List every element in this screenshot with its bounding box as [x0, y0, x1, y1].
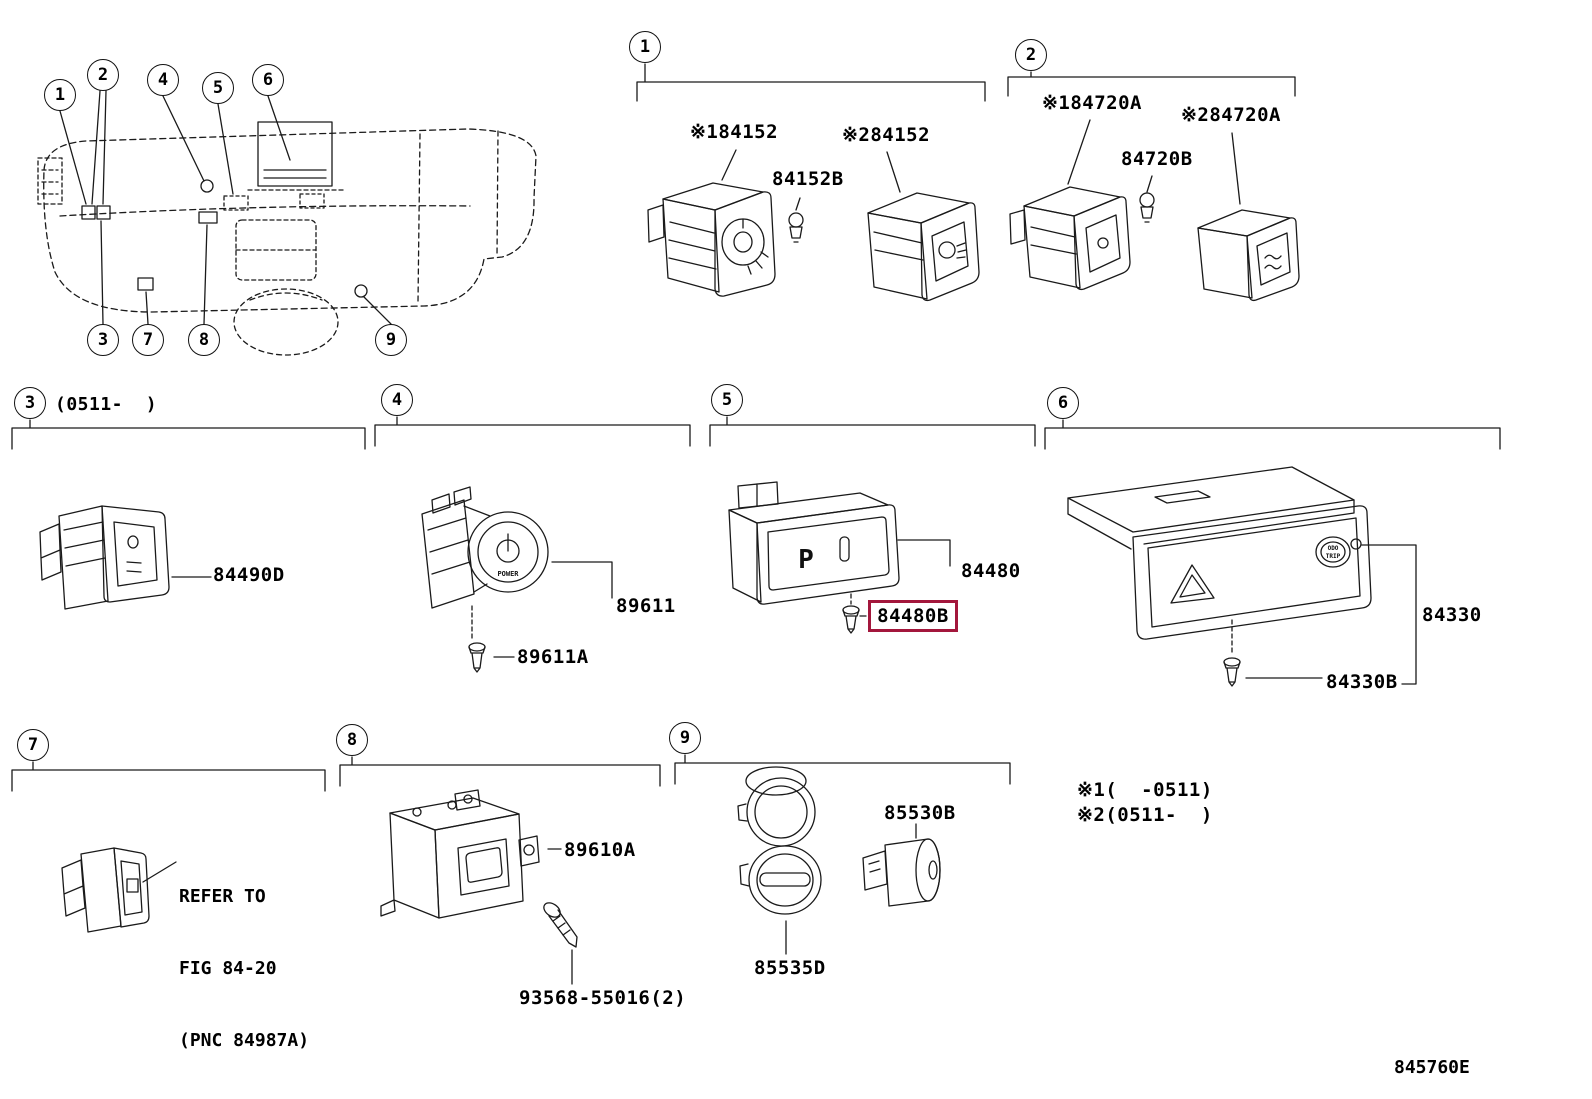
refer-note-line2: FIG 84-20: [179, 958, 277, 979]
part-84480-switch: P: [728, 481, 900, 605]
part-89611-switch: POWER: [421, 486, 549, 609]
dashboard-callout-6: 6: [252, 64, 284, 96]
callout-number: 9: [385, 329, 397, 350]
part-label-89611[interactable]: 89611: [616, 595, 676, 617]
part-label-85530B[interactable]: 85530B: [884, 802, 956, 824]
part-label-84490D[interactable]: 84490D: [213, 564, 285, 586]
refer-note-line3: (PNC 84987A): [179, 1030, 310, 1051]
part-84330B-screw: [1223, 657, 1241, 687]
part-84152B-bulb: [788, 212, 804, 243]
part-85535D-socket: [737, 766, 822, 915]
callout-number: 1: [54, 84, 66, 105]
part-label-93568[interactable]: 93568-55016(2): [519, 987, 687, 1009]
part-label-84152B[interactable]: 84152B: [772, 168, 844, 190]
section-circle-5: 5: [711, 384, 743, 416]
part-84152-switch-1: [647, 182, 776, 297]
section-circle-2: 2: [1015, 39, 1047, 71]
label-leaders: [142, 119, 1417, 985]
section-number: 6: [1057, 392, 1069, 413]
dashboard-callout-9: 9: [375, 324, 407, 356]
callout-number: 8: [198, 329, 210, 350]
dashboard-callout-4: 4: [147, 64, 179, 96]
part-84480B-screw: [842, 605, 860, 634]
callout-number: 2: [97, 64, 109, 85]
part-84720B-bulb: [1139, 192, 1155, 223]
power-switch-text: POWER: [497, 570, 519, 578]
part-84720A-switch-2: [1197, 209, 1300, 302]
part-label-89611A[interactable]: 89611A: [517, 646, 589, 668]
part-84720A-switch-1: [1009, 186, 1131, 291]
callout-number: 7: [142, 329, 154, 350]
section-number: 3: [24, 392, 36, 413]
refer-note: REFER TO FIG 84-20 (PNC 84987A): [179, 837, 309, 1099]
part-84987A-switch: [61, 847, 150, 933]
callout-number: 3: [97, 329, 109, 350]
part-label-84720A-2[interactable]: ※284720A: [1181, 104, 1281, 126]
section-circle-3: 3: [14, 387, 46, 419]
section-3-note: (0511- ): [55, 394, 158, 415]
part-84490D-switch: [39, 505, 170, 610]
section-number: 1: [639, 36, 651, 57]
section-number: 9: [679, 727, 691, 748]
part-label-84480[interactable]: 84480: [961, 560, 1021, 582]
dashboard-callout-5: 5: [202, 72, 234, 104]
callout-number: 4: [157, 69, 169, 90]
section-number: 7: [27, 734, 39, 755]
section-number: 4: [391, 389, 403, 410]
odo-button-text-2: TRIP: [1326, 553, 1341, 560]
part-label-84330B[interactable]: 84330B: [1326, 671, 1398, 693]
figure-code: 845760E: [1394, 1057, 1470, 1078]
part-89610A-unit: [380, 789, 540, 919]
footnote-1: ※1( -0511): [1077, 779, 1213, 801]
part-84330-switch: ODO TRIP: [1067, 466, 1372, 640]
part-label-84720B[interactable]: 84720B: [1121, 148, 1193, 170]
callout-number: 5: [212, 77, 224, 98]
section-number: 8: [346, 729, 358, 750]
highlight-box: 84480B: [868, 600, 958, 632]
section-circle-8: 8: [336, 724, 368, 756]
dashboard-callout-1: 1: [44, 79, 76, 111]
part-label-84152-2[interactable]: ※284152: [842, 124, 931, 146]
part-93568-screw: [543, 902, 578, 948]
dashboard-callout-7: 7: [132, 324, 164, 356]
section-circle-6: 6: [1047, 387, 1079, 419]
refer-note-line1: REFER TO: [179, 886, 266, 907]
footnote-2: ※2(0511- ): [1077, 804, 1213, 826]
section-number: 2: [1025, 44, 1037, 65]
part-label-84152-1[interactable]: ※184152: [690, 121, 779, 143]
odo-button-text-1: ODO: [1328, 545, 1339, 552]
section-circle-1: 1: [629, 31, 661, 63]
section-circle-9: 9: [669, 722, 701, 754]
part-label-84330[interactable]: 84330: [1422, 604, 1482, 626]
part-label-84720A-1[interactable]: ※184720A: [1042, 92, 1142, 114]
part-label-89610A[interactable]: 89610A: [564, 839, 636, 861]
part-label-85535D[interactable]: 85535D: [754, 957, 826, 979]
dashboard-callout-2: 2: [87, 59, 119, 91]
part-85530B-plug: [862, 838, 941, 907]
section-number: 5: [721, 389, 733, 410]
section-brackets: [11, 63, 1501, 792]
section-circle-7: 7: [17, 729, 49, 761]
part-label-84480B[interactable]: 84480B: [877, 605, 949, 627]
dashboard-sketch: [37, 90, 537, 356]
section-circle-4: 4: [381, 384, 413, 416]
part-84152-switch-2: [867, 192, 980, 302]
part-89611A-screw: [468, 642, 486, 673]
park-switch-text: P: [798, 545, 814, 575]
dashboard-callout-3: 3: [87, 324, 119, 356]
dashboard-callout-8: 8: [188, 324, 220, 356]
callout-number: 6: [262, 69, 274, 90]
